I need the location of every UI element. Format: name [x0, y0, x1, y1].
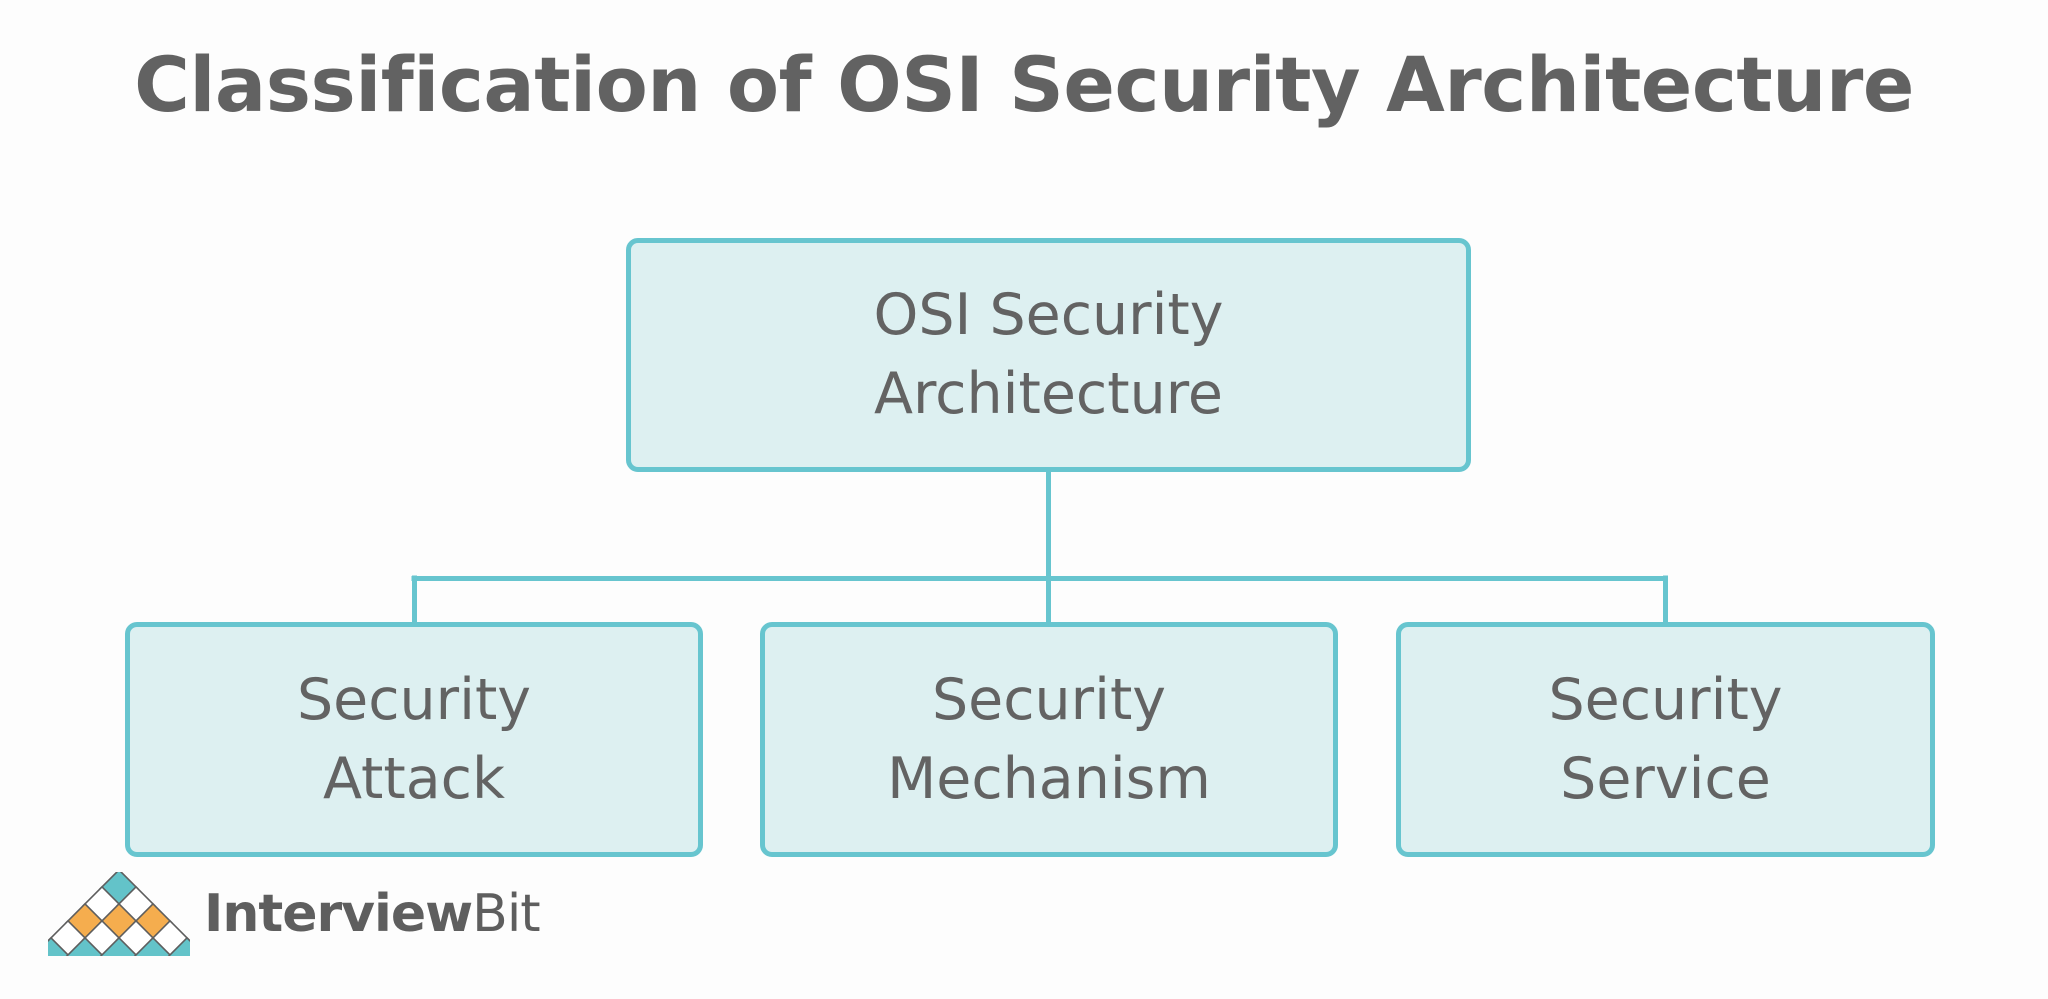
node-security-mechanism[interactable]: Security Mechanism [760, 622, 1338, 857]
node-security-attack[interactable]: Security Attack [125, 622, 703, 857]
interviewbit-logo: InterviewBit [48, 872, 541, 956]
interviewbit-pyramid-icon [48, 872, 190, 956]
node-security-service[interactable]: Security Service [1396, 622, 1935, 857]
interviewbit-wordmark: InterviewBit [204, 888, 541, 940]
page-title: Classification of OSI Security Architect… [134, 40, 1914, 129]
node-osi-security-architecture[interactable]: OSI Security Architecture [626, 238, 1471, 472]
logo-word-interview: Interview [204, 884, 473, 944]
logo-word-bit: Bit [472, 884, 541, 944]
